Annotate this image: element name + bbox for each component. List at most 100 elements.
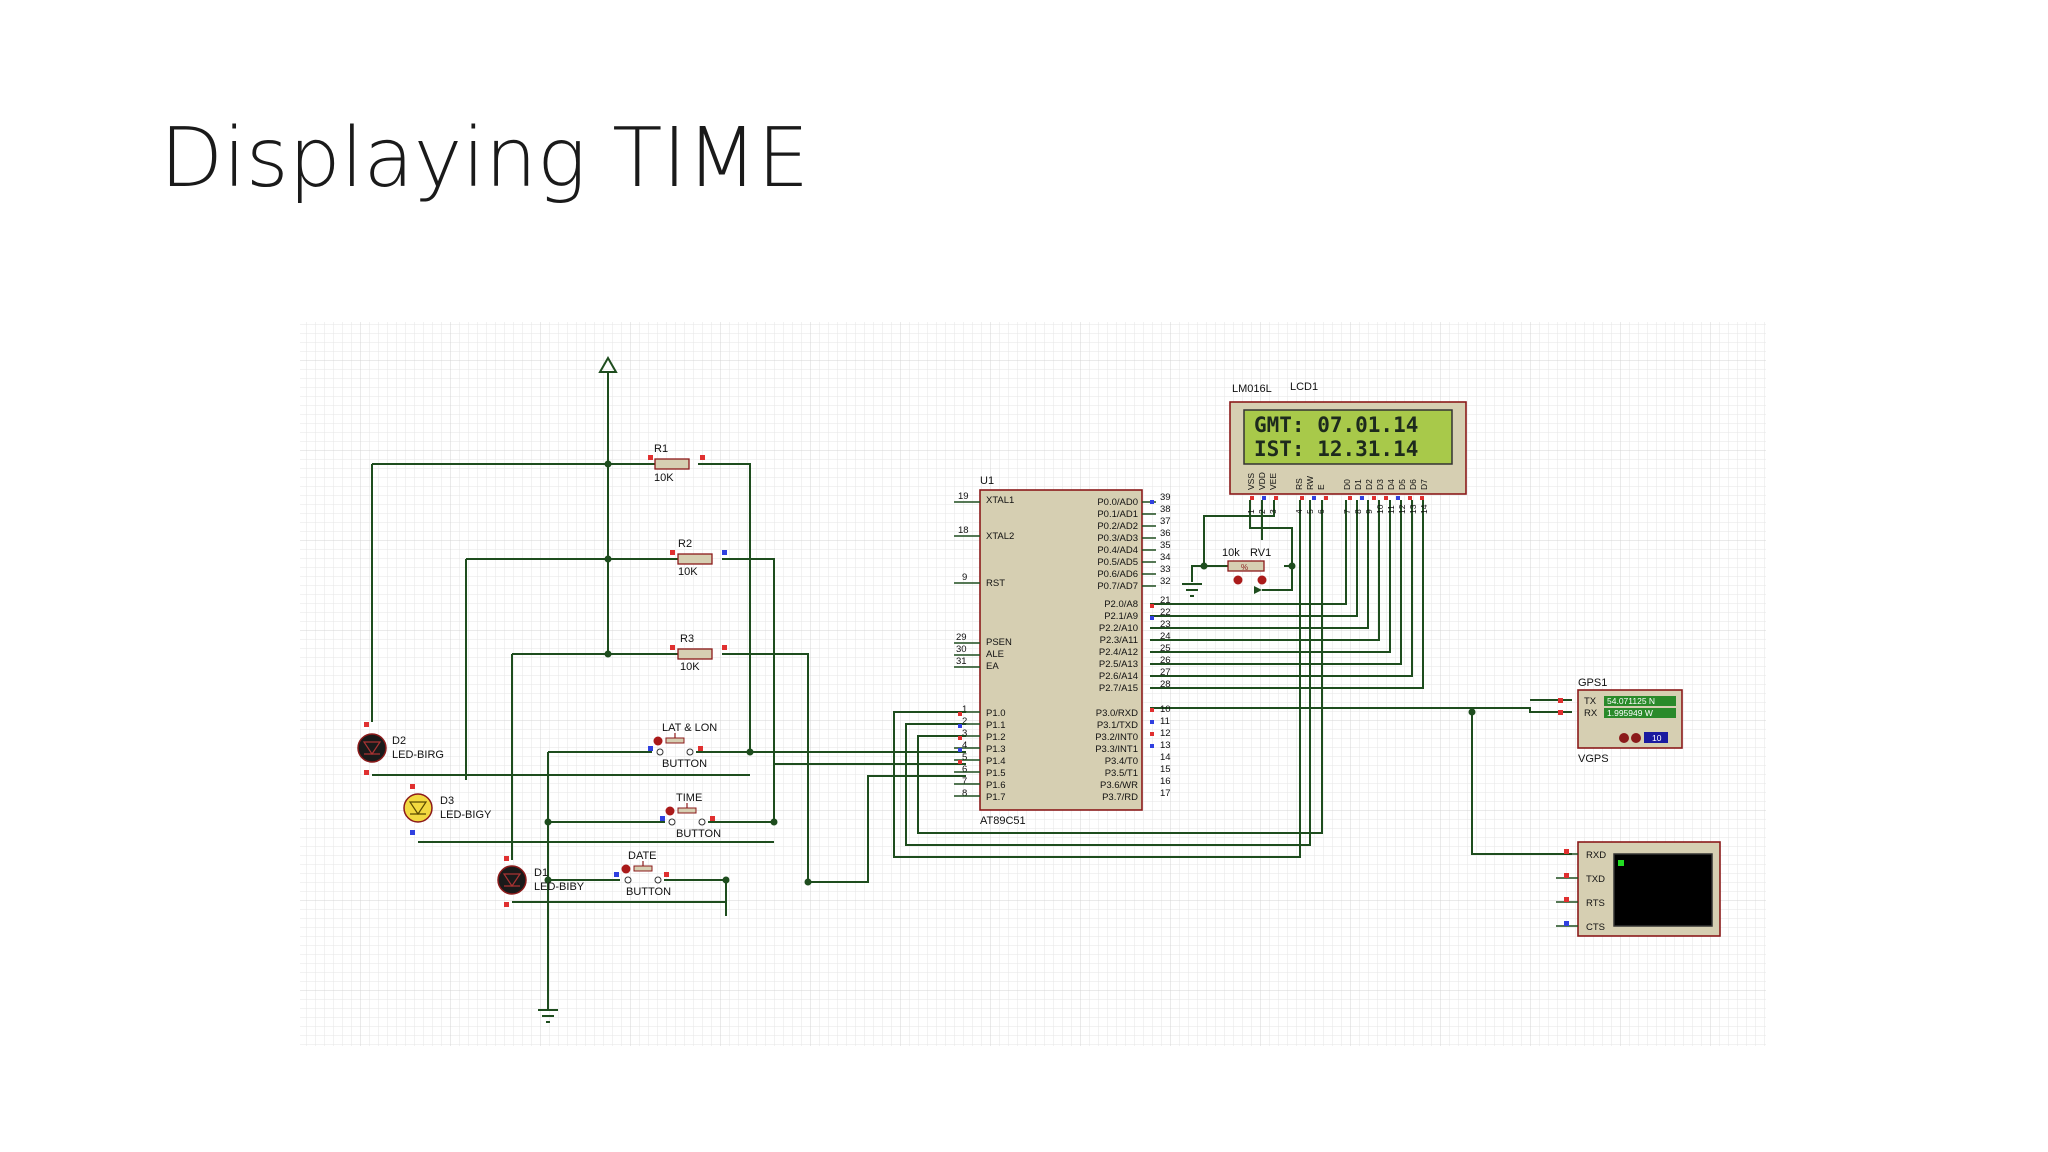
svg-text:P0.7/AD7: P0.7/AD7 — [1097, 581, 1138, 592]
potentiometer-rv1: % 10k RV1 — [1222, 547, 1271, 594]
svg-text:37: 37 — [1160, 516, 1171, 527]
svg-text:D1: D1 — [1353, 479, 1363, 490]
svg-text:8: 8 — [1353, 509, 1363, 514]
svg-text:RS: RS — [1294, 478, 1304, 490]
svg-text:1: 1 — [962, 704, 967, 715]
svg-text:P2.5/A13: P2.5/A13 — [1099, 659, 1138, 670]
gps-lat: 54.071125 N — [1607, 696, 1655, 706]
svg-text:13: 13 — [1160, 740, 1171, 751]
svg-text:12: 12 — [1160, 728, 1171, 739]
svg-text:19: 19 — [958, 491, 969, 502]
slide-title: Displaying TIME — [160, 111, 810, 206]
led-ref: D3 — [440, 795, 454, 807]
svg-text:P2.1/A9: P2.1/A9 — [1104, 611, 1138, 622]
svg-text:11: 11 — [1160, 716, 1170, 727]
led-type: LED-BIRG — [392, 749, 444, 761]
svg-text:33: 33 — [1160, 564, 1171, 575]
svg-text:D2: D2 — [1364, 479, 1374, 490]
svg-text:7: 7 — [962, 776, 967, 787]
svg-text:P2.6/A14: P2.6/A14 — [1099, 671, 1138, 682]
led-ref: D1 — [534, 867, 548, 879]
svg-text:25: 25 — [1160, 643, 1171, 654]
svg-text:XTAL1: XTAL1 — [986, 495, 1014, 506]
resistor-ref: R2 — [678, 538, 692, 550]
button-label: DATE — [628, 850, 657, 862]
resistor-value: 10K — [654, 472, 674, 484]
virtual-terminal: RXD TXD RTS CTS — [1556, 841, 1721, 937]
svg-text:P3.2/INT0: P3.2/INT0 — [1095, 732, 1138, 743]
button-type: BUTTON — [626, 886, 671, 898]
lcd-part: LM016L — [1232, 383, 1272, 395]
svg-text:VSS: VSS — [1246, 473, 1256, 490]
svg-text:D0: D0 — [1342, 479, 1352, 490]
button-date: DATE BUTTON — [614, 850, 671, 898]
svg-text:39: 39 — [1160, 492, 1171, 503]
svg-text:P3.3/INT1: P3.3/INT1 — [1095, 744, 1138, 755]
svg-text:P2.2/A10: P2.2/A10 — [1099, 623, 1138, 634]
svg-text:P2.3/A11: P2.3/A11 — [1100, 635, 1138, 646]
svg-text:29: 29 — [956, 632, 967, 643]
svg-text:9: 9 — [1364, 509, 1374, 514]
svg-text:16: 16 — [1160, 776, 1171, 787]
svg-text:P2.7/A15: P2.7/A15 — [1099, 683, 1138, 694]
svg-text:6: 6 — [962, 764, 967, 775]
svg-text:P0.5/AD5: P0.5/AD5 — [1097, 557, 1138, 568]
svg-text:P3.6/WR: P3.6/WR — [1100, 780, 1138, 791]
svg-text:8: 8 — [962, 788, 967, 799]
svg-text:2: 2 — [962, 716, 967, 727]
resistor-ref: R3 — [680, 633, 694, 645]
svg-text:1: 1 — [1246, 509, 1256, 514]
led-d3: D3 LED-BIGY — [403, 784, 492, 835]
svg-text:P1.7: P1.7 — [986, 792, 1006, 803]
svg-text:32: 32 — [1160, 576, 1171, 587]
svg-text:P0.0/AD0: P0.0/AD0 — [1097, 497, 1138, 508]
svg-text:9: 9 — [962, 572, 967, 583]
button-type: BUTTON — [676, 828, 721, 840]
svg-text:PSEN: PSEN — [986, 637, 1012, 648]
svg-text:RST: RST — [986, 578, 1005, 589]
svg-text:30: 30 — [956, 644, 967, 655]
svg-text:10: 10 — [1375, 504, 1385, 514]
led-type: LED-BIBY — [534, 881, 585, 893]
svg-text:18: 18 — [958, 525, 969, 536]
gps-count: 10 — [1652, 733, 1662, 743]
lcd-line-1: GMT: 07.01.14 — [1254, 413, 1418, 437]
svg-text:P0.1/AD1: P0.1/AD1 — [1097, 509, 1138, 520]
svg-text:26: 26 — [1160, 655, 1171, 666]
wires — [371, 355, 1572, 1023]
gps-module: 54.071125 N 1.995949 W TX RX 10 GPS1 VGP… — [1558, 677, 1683, 765]
svg-text:P1.6: P1.6 — [986, 780, 1006, 791]
svg-text:P1.0: P1.0 — [986, 708, 1006, 719]
svg-text:21: 21 — [1160, 595, 1171, 606]
svg-text:P0.6/AD6: P0.6/AD6 — [1097, 569, 1138, 580]
lcd-line-2: IST: 12.31.14 — [1254, 437, 1418, 461]
svg-text:P3.0/RXD: P3.0/RXD — [1096, 708, 1138, 719]
svg-text:24: 24 — [1160, 631, 1171, 642]
svg-text:13: 13 — [1408, 504, 1418, 514]
svg-text:VEE: VEE — [1268, 473, 1278, 490]
svg-text:31: 31 — [956, 656, 967, 667]
led-type: LED-BIGY — [440, 809, 492, 821]
svg-text:ALE: ALE — [986, 649, 1004, 660]
svg-text:P1.4: P1.4 — [986, 756, 1006, 767]
gps-ref: GPS1 — [1578, 677, 1607, 689]
svg-text:15: 15 — [1160, 764, 1171, 775]
svg-text:17: 17 — [1160, 788, 1171, 799]
svg-text:E: E — [1316, 484, 1326, 490]
led-ref: D2 — [392, 735, 406, 747]
svg-text:P1.3: P1.3 — [986, 744, 1006, 755]
svg-text:4: 4 — [1294, 509, 1304, 514]
svg-text:14: 14 — [1160, 752, 1171, 763]
gps-rx-label: RX — [1584, 708, 1598, 719]
svg-text:EA: EA — [986, 661, 999, 672]
button-label: TIME — [676, 792, 702, 804]
svg-text:P0.2/AD2: P0.2/AD2 — [1097, 521, 1138, 532]
svg-text:14: 14 — [1419, 504, 1429, 514]
button-label: LAT & LON — [662, 722, 717, 734]
led-d1: D1 LED-BIBY — [497, 856, 585, 907]
button-lat-lon: LAT & LON BUTTON — [648, 722, 717, 770]
